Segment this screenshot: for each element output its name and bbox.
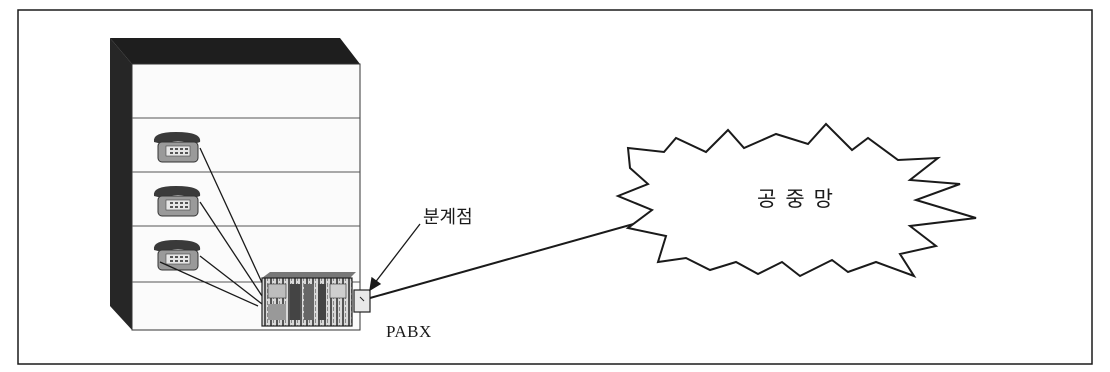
phone-wiring: [159, 147, 271, 307]
telephone-icon: [153, 132, 201, 163]
demarcation-tick: [359, 296, 365, 302]
building-side-face: [110, 38, 132, 330]
public-network-label: 공중망: [757, 187, 842, 211]
telephone-icon: [153, 186, 201, 217]
telephone-icon: [153, 240, 201, 271]
public-network-cloud: [615, 122, 977, 278]
pabx-label: PABX: [386, 322, 432, 341]
demarcation-arrow: [369, 223, 421, 292]
diagram-border: [17, 9, 1093, 365]
demarcation-box: [353, 289, 371, 313]
demarcation-label: 분계점: [423, 207, 473, 228]
trunk-line: [369, 215, 663, 299]
pabx-unit: [261, 272, 356, 327]
building-top-face: [110, 38, 360, 64]
